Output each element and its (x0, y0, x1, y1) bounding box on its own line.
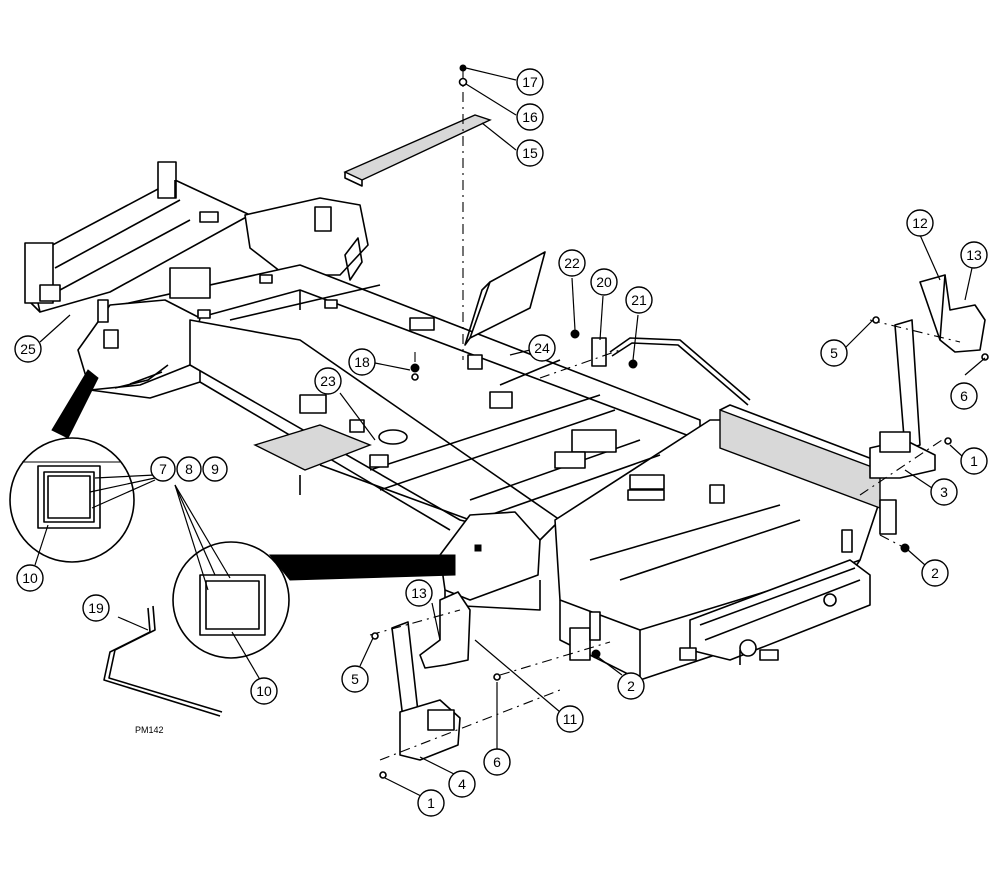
svg-text:8: 8 (185, 461, 193, 477)
callout-6-right: 6 (950, 382, 978, 410)
svg-text:1: 1 (427, 795, 435, 811)
svg-text:4: 4 (458, 776, 466, 792)
svg-text:15: 15 (522, 145, 538, 161)
callout-15: 15 (516, 139, 544, 167)
part-21-rod (609, 337, 751, 406)
svg-text:18: 18 (354, 354, 370, 370)
svg-text:10: 10 (22, 570, 38, 586)
callout-1-left: 1 (417, 789, 445, 817)
svg-text:2: 2 (931, 565, 939, 581)
callout-18: 18 (348, 348, 376, 376)
detail-view-left (9, 369, 135, 563)
callout-2-right: 2 (921, 559, 949, 587)
svg-text:17: 17 (522, 74, 538, 90)
svg-text:7: 7 (159, 461, 167, 477)
detail-view-center (172, 541, 456, 659)
drawing-code: PM142 (135, 725, 164, 735)
svg-text:12: 12 (912, 215, 928, 231)
svg-text:20: 20 (596, 274, 612, 290)
callout-9: 9 (202, 456, 228, 482)
svg-text:23: 23 (320, 373, 336, 389)
svg-text:16: 16 (522, 109, 538, 125)
callout-17: 17 (516, 68, 544, 96)
part-15-step-plate (343, 114, 492, 187)
callout-23: 23 (314, 367, 342, 395)
part-24-plate (464, 251, 546, 346)
callout-8: 8 (176, 456, 202, 482)
callout-7: 7 (150, 456, 176, 482)
callout-20: 20 (590, 268, 618, 296)
svg-text:11: 11 (563, 711, 578, 727)
svg-text:13: 13 (966, 247, 982, 263)
svg-text:9: 9 (211, 461, 219, 477)
callout-6-left: 6 (483, 748, 511, 776)
callout-13-lower: 13 (405, 579, 433, 607)
svg-text:6: 6 (960, 388, 968, 404)
svg-text:21: 21 (631, 292, 647, 308)
callout-25: 25 (14, 335, 42, 363)
part-4-upright-left (391, 621, 461, 761)
callout-22: 22 (558, 249, 586, 277)
callout-1-right: 1 (960, 447, 988, 475)
callout-10-left: 10 (16, 564, 44, 592)
svg-text:3: 3 (940, 484, 948, 500)
callout-24: 24 (528, 334, 556, 362)
svg-text:5: 5 (351, 671, 359, 687)
svg-text:10: 10 (256, 683, 272, 699)
callout-11: 11 (556, 705, 584, 733)
callout-5-right: 5 (820, 339, 848, 367)
callout-4: 4 (448, 770, 476, 798)
part-3-upright-right (869, 319, 936, 479)
svg-text:24: 24 (534, 340, 550, 356)
svg-text:2: 2 (627, 678, 635, 694)
callout-5-left: 5 (341, 665, 369, 693)
callout-16: 16 (516, 103, 544, 131)
leader-lines (34, 67, 986, 799)
callout-19: 19 (82, 594, 110, 622)
callout-10-center: 10 (250, 677, 278, 705)
hardware-fasteners (371, 64, 989, 779)
callout-3: 3 (930, 478, 958, 506)
svg-text:22: 22 (564, 255, 580, 271)
part-12-13-upper-mount (919, 274, 986, 353)
svg-text:1: 1 (970, 453, 978, 469)
callout-12: 12 (906, 209, 934, 237)
callout-labels: 17 16 15 12 13 22 20 21 5 6 24 18 25 23 … (14, 68, 988, 817)
part-19-rod (103, 605, 223, 717)
svg-text:6: 6 (493, 754, 501, 770)
svg-text:13: 13 (411, 585, 427, 601)
svg-text:5: 5 (830, 345, 838, 361)
part-20-bracket (591, 337, 607, 367)
callout-13-upper: 13 (960, 241, 988, 269)
callout-2-left: 2 (617, 672, 645, 700)
exploded-centerlines (369, 70, 961, 761)
frame-assembly (24, 161, 897, 681)
svg-text:19: 19 (88, 600, 104, 616)
callout-21: 21 (625, 286, 653, 314)
svg-text:25: 25 (20, 341, 36, 357)
